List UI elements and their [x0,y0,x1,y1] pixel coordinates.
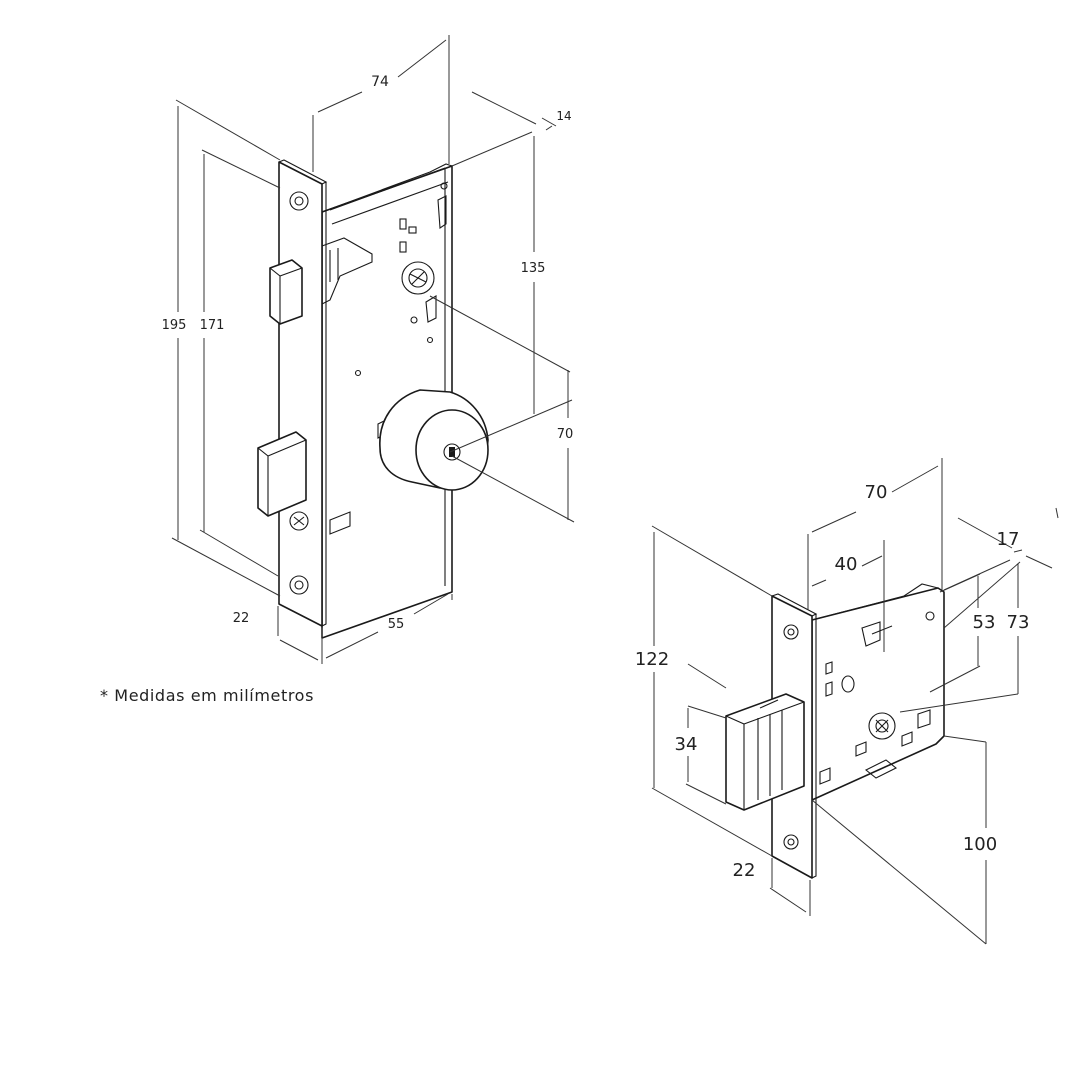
lock-b-drawing: 70 40 17 53 73 122 34 22 100 [635,458,1059,945]
lock-b-dim-faceplate-height: 122 [635,649,669,670]
lock-b-internals [819,611,935,785]
lock-a-dim-height-135: 135 [521,261,546,276]
lock-b-dimension-labels: 70 40 17 53 73 122 34 22 100 [635,482,1030,881]
lock-a-dim-width: 74 [371,74,389,90]
lock-b-dim-bolt-height: 34 [675,734,698,755]
lock-a-dim-height-total: 195 [162,318,187,333]
lock-b-dimension-lines [651,458,1059,945]
lock-b-bolt [725,693,805,811]
lock-b-dim-height-53: 53 [973,612,996,633]
lock-a-dimension-labels: 74 14 195 171 135 70 22 55 [162,74,574,632]
lock-a-drawing: 74 14 195 171 135 70 22 55 [162,35,575,664]
lock-a-dim-distance-70: 70 [557,427,574,442]
lock-a-dim-backset-depth: 14 [556,109,571,123]
lock-b-dim-faceplate-width: 22 [733,860,756,881]
footnote-units: * Medidas em milímetros [100,686,315,705]
lock-b-dim-height-73: 73 [1007,612,1030,633]
lock-a-cylinder [379,389,489,491]
lock-a-deadbolt [257,431,307,517]
lock-b-dim-depth: 17 [997,529,1020,550]
lock-b-dim-depth-100: 100 [963,834,997,855]
lock-a-latch [269,259,303,325]
lock-b-dim-width: 70 [865,482,888,503]
lock-a-dimension-lines [171,35,575,664]
lock-a-dim-backset: 55 [388,617,405,632]
lock-a-faceplate [257,159,328,627]
lock-b-dim-inner: 40 [835,554,858,575]
lock-a-dim-faceplate-width: 22 [233,611,250,626]
lock-a-dim-height-inner: 171 [200,318,225,333]
